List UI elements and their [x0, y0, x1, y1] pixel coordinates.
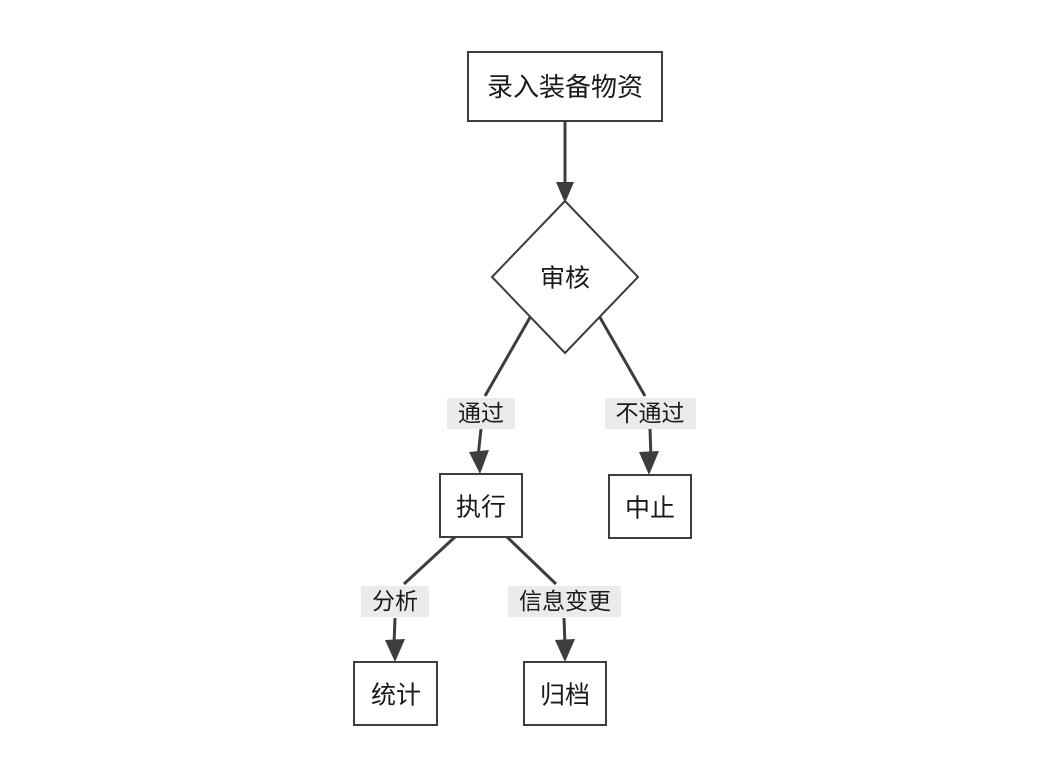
edge-label-background — [447, 398, 515, 429]
node-label: 统计 — [371, 681, 421, 710]
edge-review-to-abort — [592, 306, 659, 475]
node-shape-diamond — [490, 199, 640, 355]
edge-label-fail: 不通过 — [605, 398, 696, 429]
arrowhead-icon — [555, 639, 575, 662]
node-shape-rectangle — [523, 661, 607, 726]
edge-label-info-change: 信息变更 — [508, 586, 621, 617]
node-label: 执行 — [456, 493, 506, 522]
node-shape-rectangle — [467, 51, 663, 122]
node-review[interactable]: 审核 — [490, 199, 640, 355]
node-shape-rectangle — [608, 474, 692, 539]
arrowhead-icon — [556, 182, 574, 203]
edge-label-pass: 通过 — [447, 398, 515, 429]
node-archive[interactable]: 归档 — [523, 661, 607, 726]
edge-line — [402, 535, 457, 586]
node-shape-rectangle — [353, 661, 438, 726]
node-execute[interactable]: 执行 — [439, 473, 523, 538]
edge-label-text: 分析 — [372, 589, 418, 615]
edge-line — [483, 306, 538, 397]
edge-label-background — [361, 586, 429, 617]
arrowhead-icon — [469, 450, 489, 474]
edge-label-background — [508, 586, 621, 617]
node-entry[interactable]: 录入装备物资 — [467, 51, 663, 122]
arrowhead-icon — [385, 639, 405, 662]
edge-label-text: 通过 — [458, 401, 504, 427]
edge-line — [505, 535, 558, 586]
edge-review-to-execute — [469, 306, 538, 474]
node-stats[interactable]: 统计 — [353, 661, 438, 726]
edge-label-text: 不通过 — [616, 401, 685, 427]
edge-label-analysis: 分析 — [361, 586, 429, 617]
edge-execute-to-archive — [505, 535, 575, 662]
node-abort[interactable]: 中止 — [608, 474, 692, 539]
edge-entry-to-review — [556, 121, 574, 203]
node-label: 录入装备物资 — [487, 73, 643, 103]
edge-line — [592, 306, 647, 397]
node-shape-rectangle — [439, 473, 523, 538]
node-label: 审核 — [540, 264, 590, 293]
edge-execute-to-stats — [385, 535, 457, 662]
node-label: 归档 — [540, 681, 590, 710]
edge-label-background — [605, 398, 696, 429]
arrowhead-icon — [639, 451, 659, 475]
node-label: 中止 — [625, 494, 675, 523]
edge-label-text: 信息变更 — [519, 589, 611, 615]
